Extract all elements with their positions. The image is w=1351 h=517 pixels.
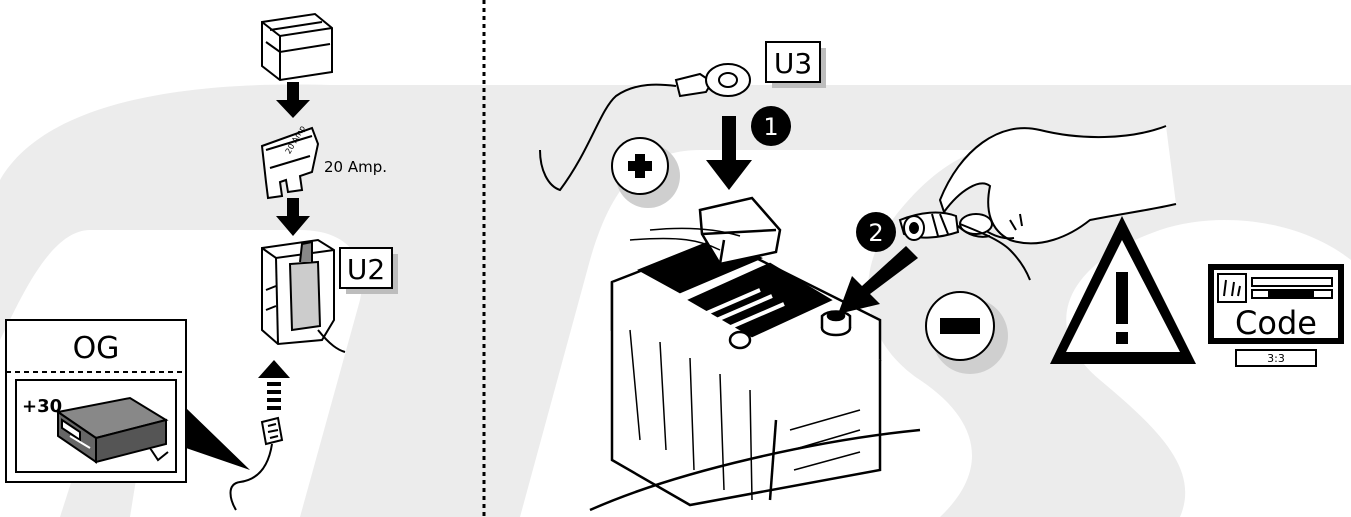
u3-label: U3: [766, 42, 826, 88]
plus30-label: +30: [22, 396, 62, 417]
step-2-text: 2: [868, 219, 883, 247]
code-counter: 3:3: [1267, 352, 1285, 365]
amp-label: 20 Amp.: [324, 158, 387, 176]
og-panel: OG +30: [6, 320, 250, 482]
arrow-up-icon: [258, 360, 290, 410]
fuse-holder-icon: [262, 240, 345, 352]
car-radio-icon: Code 3:3: [1208, 264, 1344, 366]
step-1-text: 1: [763, 113, 778, 141]
step-1-badge: 1: [751, 106, 791, 146]
u3-label-text: U3: [774, 47, 812, 80]
code-label: Code: [1235, 304, 1317, 342]
og-label: OG: [73, 331, 120, 366]
u2-label-text: U2: [347, 253, 385, 286]
u2-label: U2: [340, 248, 398, 294]
fuse-cover-icon: [262, 14, 332, 80]
step-2-badge: 2: [856, 212, 896, 252]
